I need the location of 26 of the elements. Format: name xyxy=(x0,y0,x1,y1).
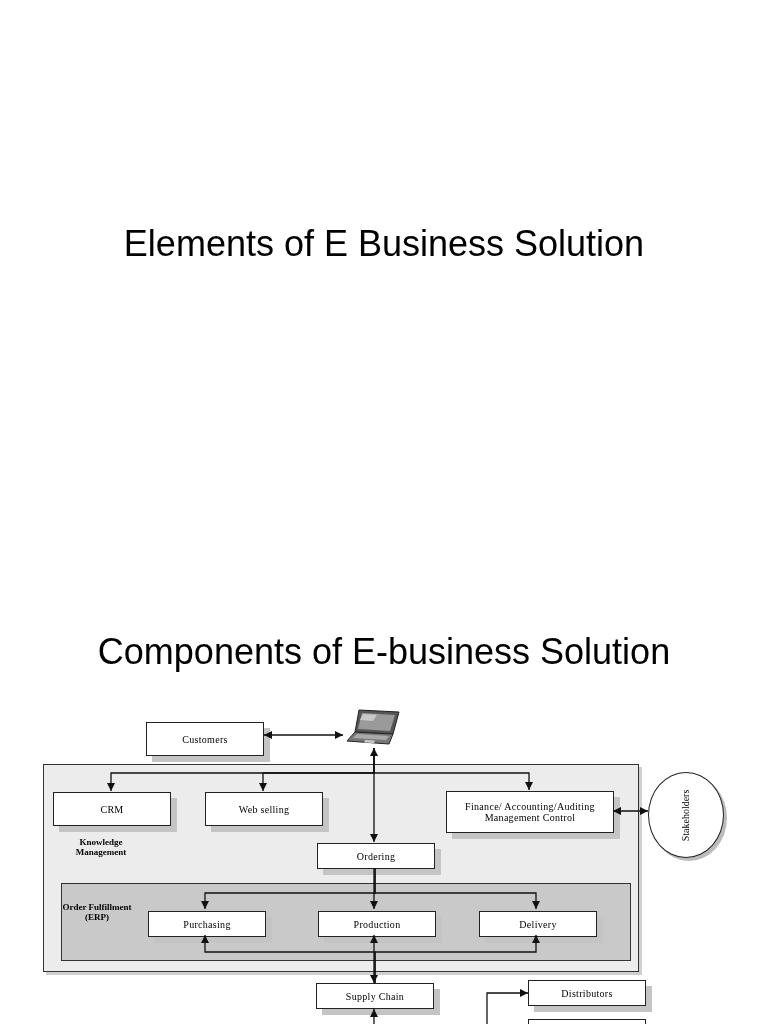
node-label: Production xyxy=(353,918,401,930)
node-label: Purchasing xyxy=(183,918,231,930)
section-panel xyxy=(43,764,639,972)
arrow xyxy=(486,989,529,1024)
node-label: Supply Chain xyxy=(345,990,405,1002)
slide-title: Components of E-business Solution xyxy=(96,630,672,674)
slide-title: Elements of E Business Solution xyxy=(122,222,646,266)
node-label: Distributors xyxy=(561,987,613,999)
node-label: Finance/ Accounting/Auditing Management Control xyxy=(464,801,596,823)
node-label: CRM xyxy=(100,803,124,815)
arrow xyxy=(612,807,649,815)
node-label: Stakeholders xyxy=(679,789,693,841)
node-label: Ordering xyxy=(356,850,396,862)
group-panel xyxy=(61,883,631,961)
node-label: Web selling xyxy=(238,803,290,815)
panel-heading: Knowledge Management xyxy=(74,837,128,857)
arrow xyxy=(370,747,378,843)
panel-heading: Order Fulfillment (ERP) xyxy=(61,902,133,922)
arrow xyxy=(374,934,540,984)
arrow xyxy=(370,934,378,984)
arrow xyxy=(263,731,344,739)
node-label: Customers xyxy=(182,733,228,745)
arrow xyxy=(374,867,540,910)
arrow xyxy=(370,1008,378,1024)
node-label: Delivery xyxy=(519,918,557,930)
arrow xyxy=(370,867,378,910)
